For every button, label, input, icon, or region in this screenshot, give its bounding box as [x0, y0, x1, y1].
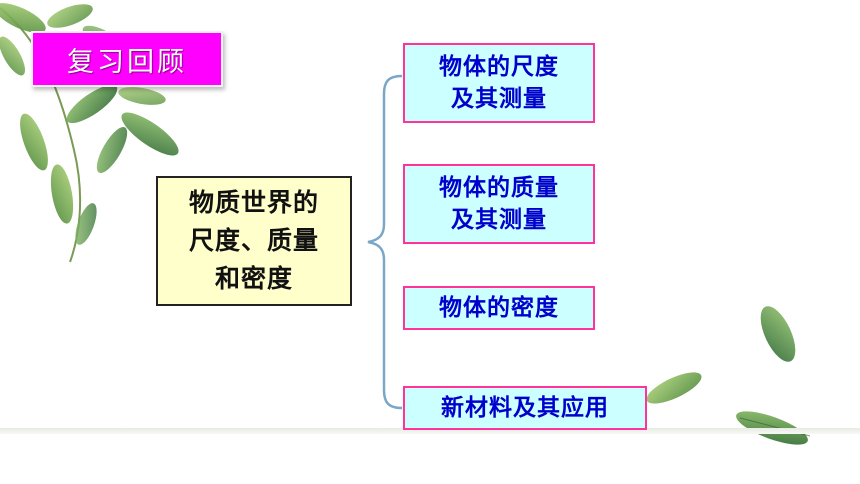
main-topic-line: 尺度、质量 [188, 226, 319, 255]
subtopic-box-size: 物体的尺度 及其测量 [403, 43, 595, 123]
footer-divider [0, 428, 860, 434]
main-topic-line: 和密度 [214, 264, 293, 293]
main-topic-line: 物质世界的 [188, 188, 319, 217]
subtopic-line: 及其测量 [451, 207, 547, 233]
subtopic-box-density: 物体的密度 [403, 286, 595, 330]
curly-brace-connector [367, 74, 403, 410]
subtopic-line: 物体的密度 [439, 295, 559, 321]
subtopic-box-materials: 新材料及其应用 [403, 386, 647, 430]
review-badge-label: 复习回顾 [67, 46, 187, 78]
subtopic-box-mass: 物体的质量 及其测量 [403, 164, 595, 244]
subtopic-line: 及其测量 [451, 86, 547, 112]
review-badge: 复习回顾 [31, 31, 223, 87]
subtopic-line: 新材料及其应用 [441, 395, 609, 421]
main-topic-box: 物质世界的 尺度、质量 和密度 [156, 176, 352, 306]
subtopic-line: 物体的质量 [439, 175, 559, 201]
subtopic-line: 物体的尺度 [439, 54, 559, 80]
